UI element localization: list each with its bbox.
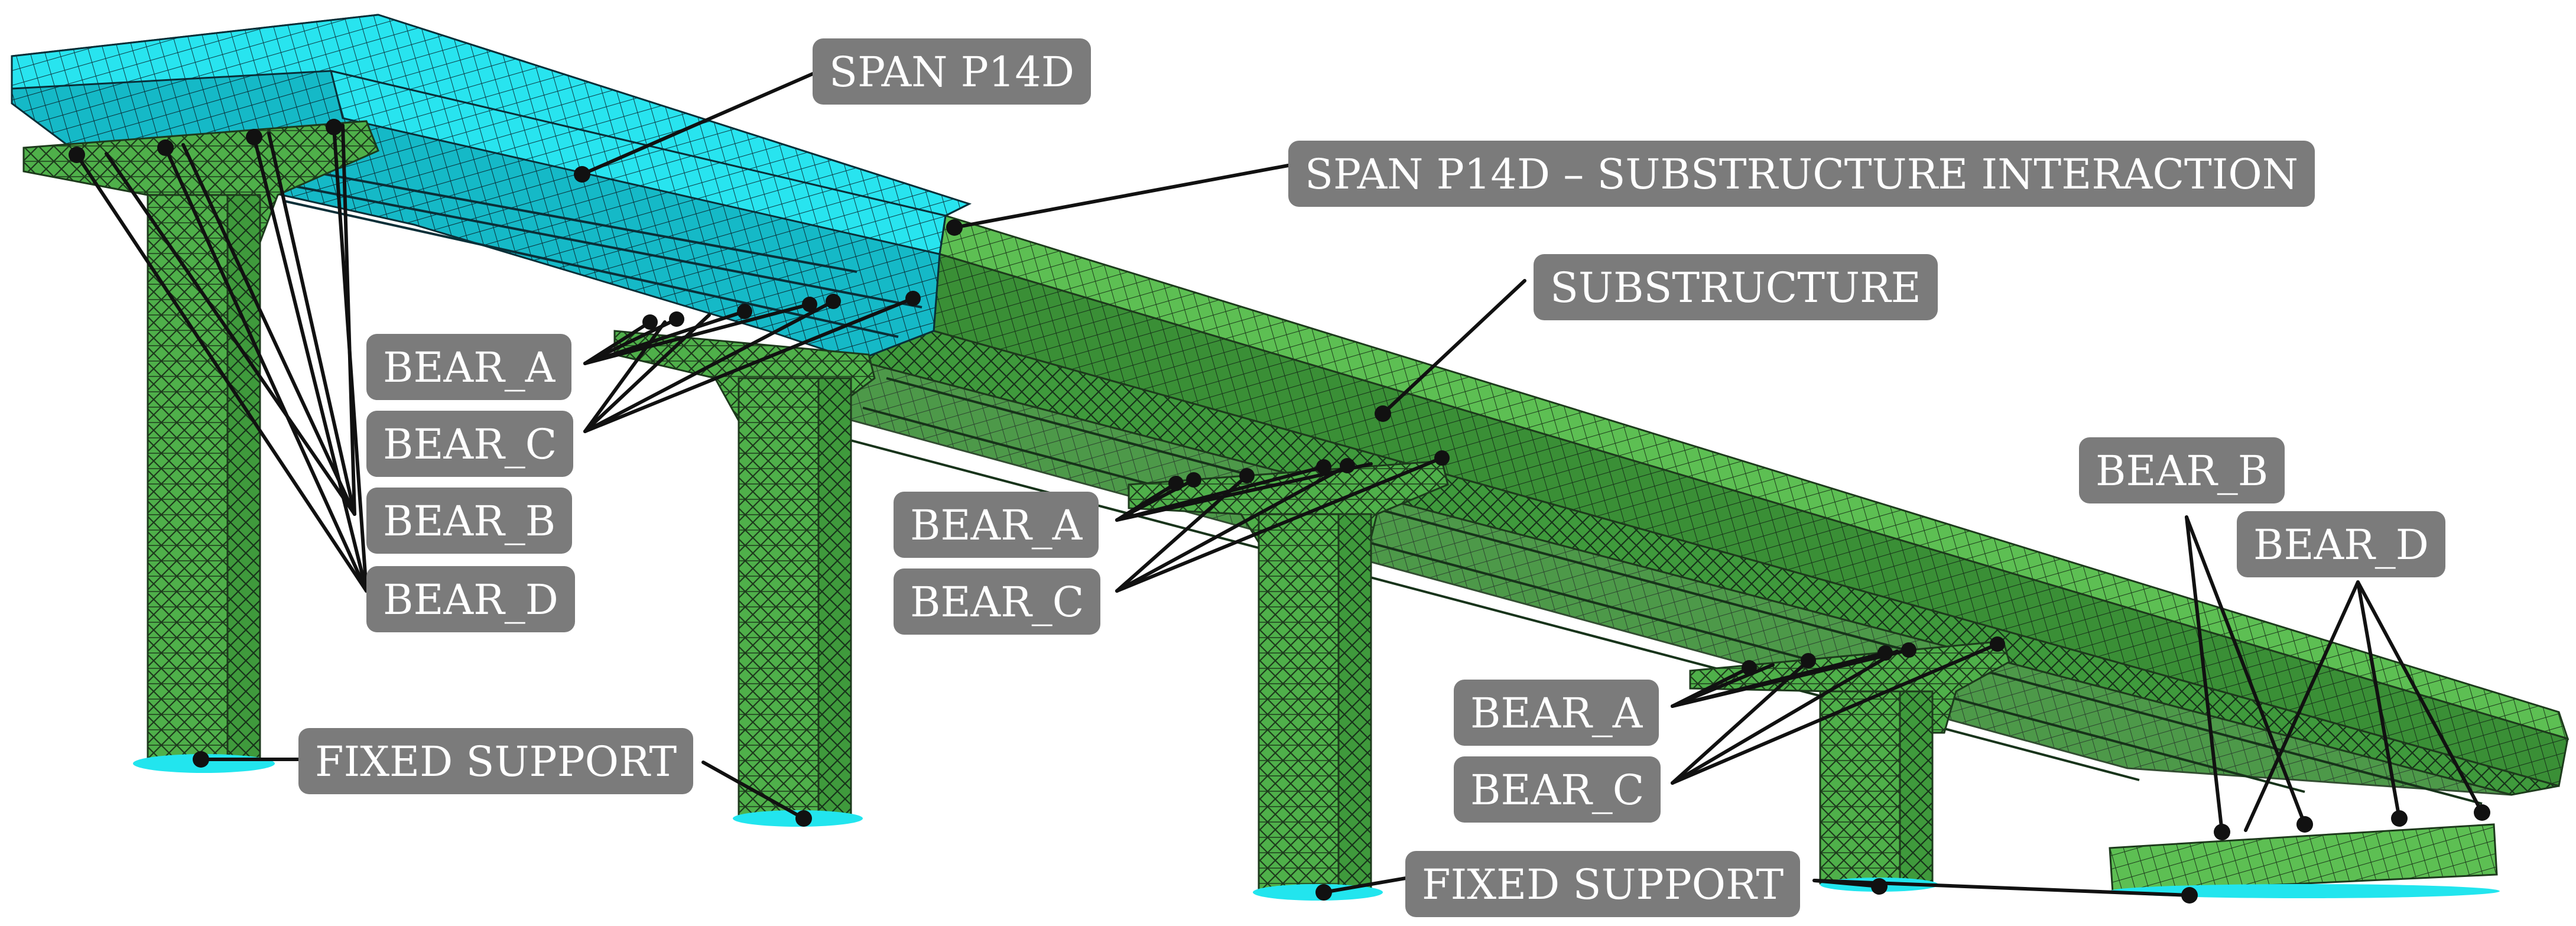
label-pier3-bear-c: BEAR_C bbox=[894, 568, 1101, 635]
label-pier1-bear-c: BEAR_C bbox=[366, 411, 574, 477]
label-pier1-bear-a: BEAR_A bbox=[366, 334, 572, 400]
label-fixed-support-right: FIXED SUPPORT bbox=[1405, 851, 1801, 917]
label-substructure: SUBSTRUCTURE bbox=[1534, 254, 1938, 320]
label-pier4-bear-c: BEAR_C bbox=[1454, 756, 1661, 823]
label-span-p14d: SPAN P14D bbox=[813, 38, 1091, 105]
label-pier4-bear-a: BEAR_A bbox=[1454, 680, 1659, 746]
pier-4 bbox=[1689, 640, 2010, 892]
label-abutment-bear-d: BEAR_D bbox=[2237, 511, 2445, 577]
pier-2 bbox=[613, 330, 876, 827]
label-fixed-support-left: FIXED SUPPORT bbox=[298, 728, 694, 794]
node-dots bbox=[69, 119, 2490, 904]
label-pier3-bear-a: BEAR_A bbox=[894, 492, 1099, 558]
leader-lines bbox=[75, 72, 2484, 897]
label-span-substructure-interaction: SPAN P14D – SUBSTRUCTURE INTERACTION bbox=[1288, 141, 2315, 207]
abutment bbox=[2109, 823, 2500, 898]
label-abutment-bear-b: BEAR_B bbox=[2079, 437, 2285, 503]
span-p14d-deck bbox=[11, 14, 972, 362]
label-pier1-bear-b: BEAR_B bbox=[366, 488, 573, 554]
label-pier1-bear-d: BEAR_D bbox=[366, 566, 575, 632]
